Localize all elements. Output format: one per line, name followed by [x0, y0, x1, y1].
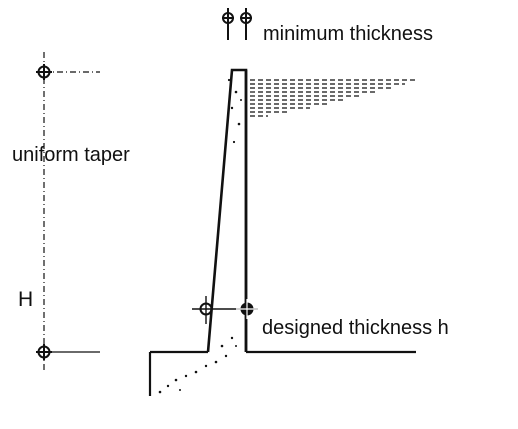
wall-speckles — [227, 78, 242, 144]
top-thickness-markers-icon — [222, 8, 252, 40]
height-top-marker-icon — [36, 64, 52, 80]
height-bottom-marker-icon — [36, 344, 52, 360]
top-thickness-label: minimum thickness — [263, 23, 433, 45]
bottom-thickness-marker-left-icon — [199, 302, 213, 316]
wall — [206, 68, 248, 353]
height-dimension — [43, 52, 100, 372]
water-hatching — [250, 79, 416, 117]
ground — [148, 350, 416, 396]
height-label: H — [18, 288, 33, 311]
bottom-thickness-label: designed thickness h — [262, 317, 449, 339]
wall-outline — [206, 68, 248, 353]
taper-label: uniform taper — [12, 144, 130, 166]
soil-speckles — [158, 336, 237, 394]
bottom-thickness-marker-right-icon — [236, 299, 258, 319]
